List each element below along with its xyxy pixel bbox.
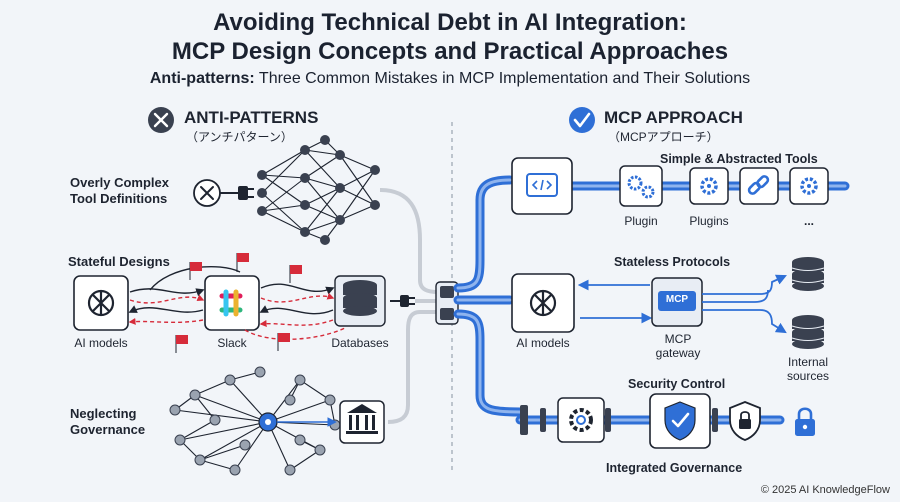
ai-models-label-right: AI models — [516, 336, 570, 350]
shield-lock-icon — [729, 401, 761, 441]
ellipsis-label: ... — [803, 214, 814, 228]
x-circle-small-icon — [193, 179, 221, 207]
internal-sources-label-line2: sources — [786, 369, 830, 383]
check-circle-icon — [569, 107, 595, 133]
plug-icon-middle — [390, 295, 436, 307]
mcp-gateway-label: MCP gateway — [645, 332, 711, 360]
subtitle-bold: Anti-patterns: — [149, 70, 255, 87]
gear-box-end — [789, 167, 829, 205]
gateway-to-sources — [702, 274, 787, 334]
flag-icon — [175, 335, 188, 353]
mcp-approach-heading-jp: （MCPアプローチ） — [608, 130, 719, 144]
slack-box — [204, 275, 260, 331]
link-box — [739, 167, 779, 205]
lock-icon — [795, 407, 815, 436]
simple-tools-label: Simple & Abstracted Tools — [660, 152, 818, 166]
neglecting-governance-label-line2: Governance — [70, 422, 146, 437]
flag-icon — [189, 262, 202, 280]
ai-models-label-left: AI models — [74, 336, 128, 350]
slack-label: Slack — [217, 336, 247, 350]
anti-patterns-heading-jp: （アンチパターン） — [186, 130, 293, 144]
overly-complex-label-line1: Overly Complex — [70, 175, 169, 190]
governance-network-icon — [169, 366, 341, 476]
internal-sources-label-line1: Internal — [787, 355, 829, 369]
bank-icon — [339, 400, 385, 444]
ai-models-box-right — [511, 273, 575, 333]
stateless-protocols-label: Stateless Protocols — [614, 255, 731, 269]
plugins-gear-box — [689, 167, 729, 205]
code-box-icon — [511, 157, 573, 215]
flag-icon — [277, 333, 290, 351]
security-control-label: Security Control — [628, 377, 726, 391]
internal-sources-label: Internal sources — [776, 355, 840, 383]
connector-governance — [387, 310, 438, 424]
pipe-joint-icons — [520, 405, 718, 435]
databases-icon — [334, 275, 386, 327]
database-icon-top — [791, 257, 825, 291]
openai-logo-icon-right — [529, 289, 557, 317]
openai-logo-icon — [87, 289, 115, 317]
flag-icon — [236, 253, 249, 272]
flag-icon — [289, 265, 302, 283]
slack-logo-icon — [219, 289, 243, 317]
settings-gear-box — [557, 397, 605, 443]
mcp-approach-heading: MCP APPROACH — [604, 108, 743, 127]
link-icon — [747, 175, 770, 195]
mcp-gateway-box — [651, 277, 703, 327]
subtitle-rest: Three Common Mistakes in MCP Implementat… — [254, 70, 751, 87]
shield-check-box — [649, 393, 711, 449]
plugins-label: Plugins — [689, 214, 729, 228]
overly-complex-label-line2: Tool Definitions — [70, 191, 168, 206]
connector-complex — [379, 188, 439, 294]
mcp-gateway-label-line2: gateway — [655, 346, 701, 360]
ai-models-box — [73, 275, 129, 331]
x-circle-icon — [148, 107, 174, 133]
integrated-governance-label: Integrated Governance — [606, 461, 743, 475]
plug-icon — [220, 186, 254, 200]
complex-network-icon — [257, 135, 380, 245]
overly-complex-label: Overly Complex Tool Definitions — [70, 175, 169, 207]
neglecting-governance-label: Neglecting Governance — [70, 406, 145, 438]
subtitle: Anti-patterns: Three Common Mistakes in … — [0, 70, 900, 88]
anti-patterns-heading: ANTI-PATTERNS — [184, 108, 319, 127]
copyright: © 2025 AI KnowledgeFlow — [760, 484, 890, 496]
title-line-1: Avoiding Technical Debt in AI Integratio… — [213, 9, 687, 36]
plugin-label: Plugin — [624, 214, 658, 228]
mcp-box-text: MCP — [665, 294, 689, 305]
title-line-2: MCP Design Concepts and Practical Approa… — [171, 38, 729, 65]
neglecting-governance-label-line1: Neglecting — [70, 406, 137, 421]
plugin-gears-box — [619, 165, 663, 207]
databases-label: Databases — [331, 336, 389, 350]
red-flag-icons — [175, 253, 302, 353]
stateful-designs-label: Stateful Designs — [68, 254, 170, 269]
database-icon-bottom — [791, 315, 825, 349]
mcp-gateway-label-line1: MCP — [664, 332, 692, 346]
